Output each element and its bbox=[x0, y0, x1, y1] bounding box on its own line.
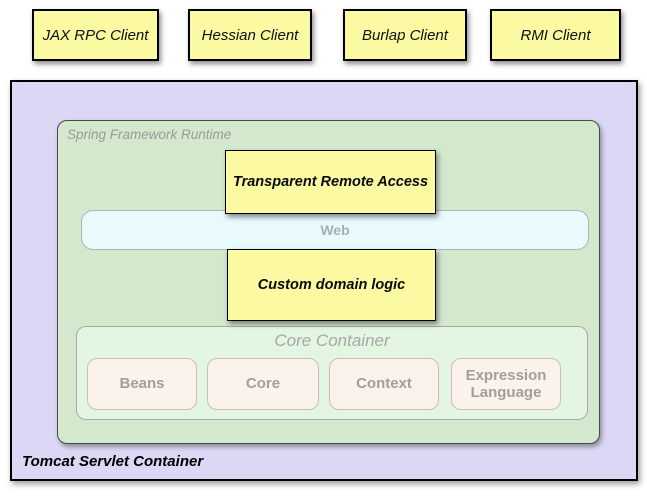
module-label: Context bbox=[356, 375, 412, 393]
client-box-burlap: Burlap Client bbox=[343, 9, 467, 61]
custom-domain-logic-box: Custom domain logic bbox=[227, 249, 436, 321]
web-layer-label: Web bbox=[320, 222, 350, 238]
module-box-expression-language: Expression Language bbox=[451, 358, 561, 410]
client-box-hessian: Hessian Client bbox=[188, 9, 312, 61]
client-box-label: JAX RPC Client bbox=[42, 26, 149, 44]
core-container-label: Core Container bbox=[274, 331, 390, 350]
transparent-remote-access-label: Transparent Remote Access bbox=[232, 174, 429, 190]
module-box-beans: Beans bbox=[87, 358, 197, 410]
module-label: Beans bbox=[119, 375, 165, 393]
core-container-box: Core Container Beans Core Context Expres… bbox=[76, 326, 588, 420]
client-box-jax-rpc: JAX RPC Client bbox=[32, 9, 159, 61]
client-box-label: RMI Client bbox=[520, 26, 591, 44]
tomcat-servlet-container-label: Tomcat Servlet Container bbox=[22, 453, 204, 470]
custom-domain-logic-label: Custom domain logic bbox=[257, 277, 406, 293]
client-box-label: Hessian Client bbox=[201, 26, 299, 44]
module-label: Expression Language bbox=[465, 366, 547, 401]
web-layer-box: Web bbox=[81, 210, 589, 250]
spring-framework-runtime-label: Spring Framework Runtime bbox=[67, 127, 232, 142]
module-box-core: Core bbox=[207, 358, 319, 410]
client-box-label: Burlap Client bbox=[362, 26, 448, 44]
transparent-remote-access-box: Transparent Remote Access bbox=[225, 150, 436, 214]
client-box-rmi: RMI Client bbox=[490, 9, 621, 61]
tomcat-servlet-container-box: Spring Framework Runtime Web Transparent… bbox=[10, 80, 638, 481]
module-label: Core bbox=[245, 375, 281, 393]
module-box-context: Context bbox=[329, 358, 439, 410]
spring-framework-runtime-box: Spring Framework Runtime Web Transparent… bbox=[57, 120, 600, 444]
